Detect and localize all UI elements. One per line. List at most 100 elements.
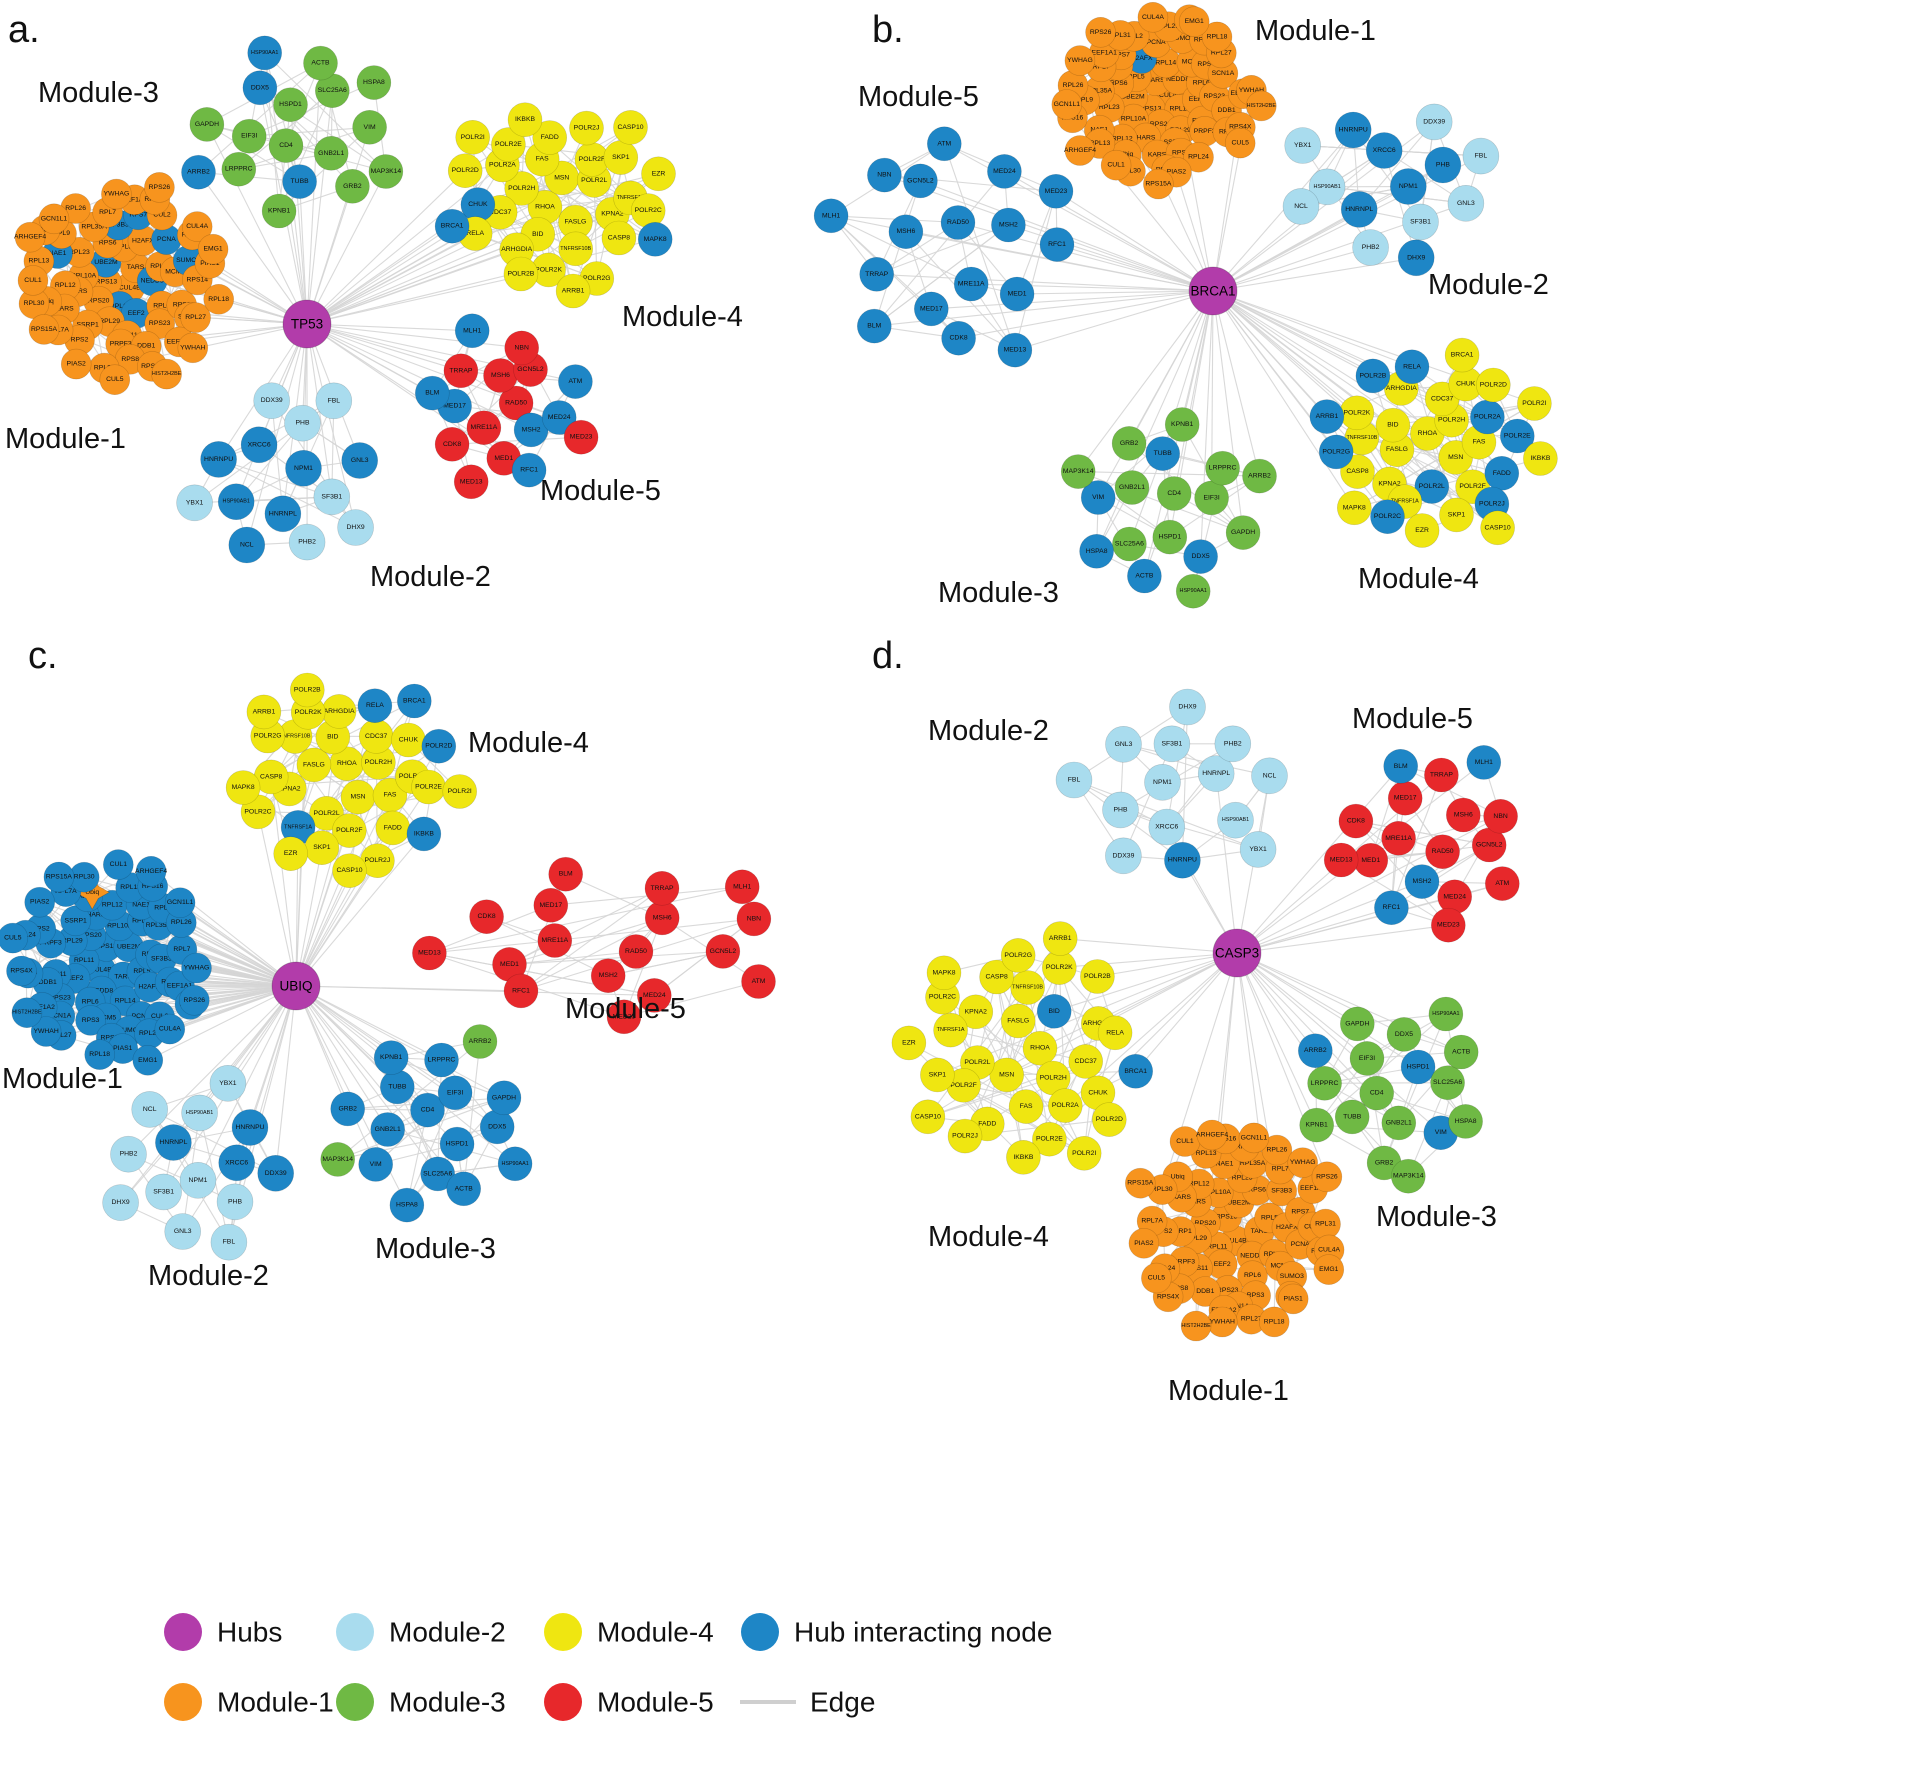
node-MSN[interactable]: MSN bbox=[340, 779, 376, 815]
node-KPNB1[interactable]: KPNB1 bbox=[261, 193, 297, 229]
node-MSH6[interactable]: MSH6 bbox=[1446, 797, 1481, 833]
node-XRCC6[interactable]: XRCC6 bbox=[1148, 808, 1186, 846]
node-POLR2L[interactable]: POLR2L bbox=[1414, 469, 1450, 504]
node-CD4[interactable]: CD4 bbox=[1156, 476, 1192, 511]
node-GNL3[interactable]: GNL3 bbox=[341, 442, 379, 479]
node-VIM[interactable]: VIM bbox=[358, 1147, 394, 1182]
node-POLR2J[interactable]: POLR2J bbox=[569, 110, 604, 146]
node-NBN[interactable]: NBN bbox=[1483, 798, 1518, 834]
node-EZR[interactable]: EZR bbox=[273, 836, 309, 872]
node-TRRAP[interactable]: TRRAP bbox=[1424, 757, 1459, 793]
node-NCL[interactable]: NCL bbox=[1251, 757, 1288, 795]
node-FADD[interactable]: FADD bbox=[375, 810, 411, 846]
node-CUL1[interactable]: CUL1 bbox=[1100, 149, 1132, 181]
node-RPS23[interactable]: RPS23 bbox=[144, 308, 175, 340]
node-XRCC6[interactable]: XRCC6 bbox=[218, 1144, 255, 1182]
node-POLR2C[interactable]: POLR2C bbox=[1370, 499, 1405, 535]
node-MRE11A[interactable]: MRE11A bbox=[466, 410, 502, 446]
node-BRCA1[interactable]: BRCA1 bbox=[396, 683, 432, 719]
node-HIST2H2BE[interactable]: HIST2H2BE bbox=[1246, 90, 1277, 122]
node-CDK8[interactable]: CDK8 bbox=[1338, 803, 1374, 839]
node-POLR2E[interactable]: POLR2E bbox=[1500, 418, 1535, 454]
node-RFC1[interactable]: RFC1 bbox=[1374, 890, 1409, 926]
node-TNFRSF1A[interactable]: TNFRSF1A bbox=[933, 1012, 968, 1048]
node-HNRNPU[interactable]: HNRNPU bbox=[200, 441, 237, 478]
node-RFC1[interactable]: RFC1 bbox=[503, 973, 539, 1009]
node-PHB2[interactable]: PHB2 bbox=[288, 523, 326, 561]
node-POLR2G[interactable]: POLR2G bbox=[1318, 434, 1354, 470]
node-MLH1[interactable]: MLH1 bbox=[454, 313, 490, 349]
node-MLH1[interactable]: MLH1 bbox=[1466, 745, 1502, 780]
node-FADD[interactable]: FADD bbox=[532, 120, 568, 155]
node-VIM[interactable]: VIM bbox=[1080, 480, 1116, 515]
node-TNFRSF10B[interactable]: TNFRSF10B bbox=[558, 231, 594, 267]
node-MED17[interactable]: MED17 bbox=[533, 887, 569, 923]
node-HSPA8[interactable]: HSPA8 bbox=[1448, 1104, 1483, 1139]
node-FADD[interactable]: FADD bbox=[1484, 455, 1520, 491]
node-LRPPRC[interactable]: LRPPRC bbox=[1307, 1066, 1342, 1101]
node-PIAS2[interactable]: PIAS2 bbox=[24, 886, 56, 918]
node-GAPDH[interactable]: GAPDH bbox=[1340, 1006, 1375, 1042]
node-DHX9[interactable]: DHX9 bbox=[102, 1184, 139, 1221]
node-TRRAP[interactable]: TRRAP bbox=[644, 870, 680, 906]
node-MED24[interactable]: MED24 bbox=[541, 400, 577, 435]
node-NBN[interactable]: NBN bbox=[867, 157, 902, 193]
node-PHB2[interactable]: PHB2 bbox=[1352, 229, 1389, 266]
node-SF3B1[interactable]: SF3B1 bbox=[145, 1173, 182, 1211]
node-RPS15A[interactable]: RPS15A bbox=[43, 861, 75, 893]
node-GCN1L1[interactable]: GCN1L1 bbox=[164, 887, 196, 919]
node-MED17[interactable]: MED17 bbox=[1387, 780, 1423, 816]
node-RPL24[interactable]: RPL24 bbox=[1183, 141, 1214, 173]
node-EMG1[interactable]: EMG1 bbox=[1178, 6, 1210, 38]
node-SF3B1[interactable]: SF3B1 bbox=[313, 478, 351, 516]
node-RPL18[interactable]: RPL18 bbox=[1258, 1306, 1290, 1338]
node-CHUK[interactable]: CHUK bbox=[460, 187, 496, 222]
node-BRCA1[interactable]: BRCA1 bbox=[1118, 1054, 1153, 1089]
node-YWHAH[interactable]: YWHAH bbox=[177, 332, 209, 364]
node-RPS15A[interactable]: RPS15A bbox=[1125, 1167, 1156, 1199]
node-NCL[interactable]: NCL bbox=[1282, 188, 1320, 225]
node-MAPK8[interactable]: MAPK8 bbox=[637, 222, 673, 257]
node-GNB2L1[interactable]: GNB2L1 bbox=[313, 136, 349, 171]
node-MAPK8[interactable]: MAPK8 bbox=[225, 770, 261, 805]
node-GAPDH[interactable]: GAPDH bbox=[189, 107, 225, 142]
node-CASP8[interactable]: CASP8 bbox=[1340, 454, 1375, 489]
node-EZR[interactable]: EZR bbox=[1404, 513, 1440, 548]
node-SKP1[interactable]: SKP1 bbox=[1439, 497, 1474, 533]
node-HSPD1[interactable]: HSPD1 bbox=[273, 87, 308, 122]
node-SLC25A6[interactable]: SLC25A6 bbox=[314, 73, 350, 108]
node-EMG1[interactable]: EMG1 bbox=[197, 233, 229, 265]
node-GNL3[interactable]: GNL3 bbox=[164, 1213, 201, 1250]
node-DHX9[interactable]: DHX9 bbox=[1397, 239, 1435, 277]
node-PHB2[interactable]: PHB2 bbox=[110, 1135, 147, 1173]
node-MED24[interactable]: MED24 bbox=[1437, 879, 1472, 915]
node-CDC37[interactable]: CDC37 bbox=[1068, 1044, 1103, 1079]
node-RPL18[interactable]: RPL18 bbox=[1201, 21, 1233, 53]
node-POLR2E[interactable]: POLR2E bbox=[411, 769, 446, 805]
node-MED23[interactable]: MED23 bbox=[1431, 907, 1466, 943]
node-SLC25A6[interactable]: SLC25A6 bbox=[1112, 526, 1147, 562]
node-NPM1[interactable]: NPM1 bbox=[1390, 168, 1427, 205]
node-CHUK[interactable]: CHUK bbox=[391, 722, 426, 758]
node-MSH6[interactable]: MSH6 bbox=[644, 900, 680, 936]
hub-UBIQ[interactable]: UBIQ bbox=[271, 961, 321, 1011]
node-CASP8[interactable]: CASP8 bbox=[601, 220, 637, 256]
node-YWHAG[interactable]: YWHAG bbox=[1064, 45, 1096, 76]
hub-TP53[interactable]: TP53 bbox=[282, 299, 332, 349]
node-DDX5[interactable]: DDX5 bbox=[1183, 539, 1218, 574]
node-EIF3I[interactable]: EIF3I bbox=[1349, 1041, 1385, 1076]
node-EZR[interactable]: EZR bbox=[641, 156, 676, 192]
node-GCN1L1[interactable]: GCN1L1 bbox=[1238, 1122, 1270, 1154]
node-MLH1[interactable]: MLH1 bbox=[724, 869, 760, 905]
node-ATM[interactable]: ATM bbox=[741, 964, 776, 999]
node-GAPDH[interactable]: GAPDH bbox=[1225, 515, 1261, 550]
node-YBX1[interactable]: YBX1 bbox=[176, 484, 213, 522]
node-DHX9[interactable]: DHX9 bbox=[1169, 688, 1206, 726]
node-RPL27[interactable]: RPL27 bbox=[180, 302, 211, 333]
node-MED13[interactable]: MED13 bbox=[997, 332, 1033, 368]
node-ARRB1[interactable]: ARRB1 bbox=[246, 694, 282, 730]
node-DDX5[interactable]: DDX5 bbox=[1386, 1017, 1422, 1052]
node-BRCA1[interactable]: BRCA1 bbox=[1444, 337, 1480, 373]
node-EZR[interactable]: EZR bbox=[891, 1025, 927, 1061]
node-CASP10[interactable]: CASP10 bbox=[910, 1099, 946, 1135]
